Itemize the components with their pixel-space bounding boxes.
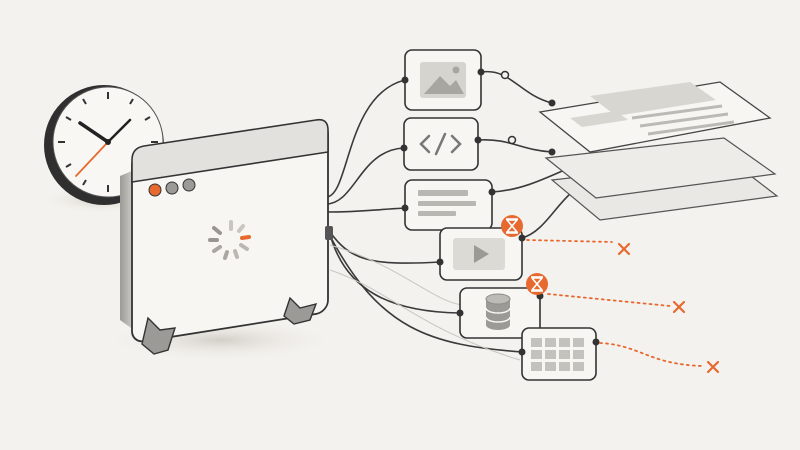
page-layer-2 [544, 137, 777, 199]
port-node [401, 76, 409, 84]
x-mark-icon [706, 360, 720, 374]
connector-image-page [481, 70, 553, 104]
page-hero-block [590, 82, 716, 116]
grid-icon [531, 338, 584, 371]
browser-resource-connectors [325, 79, 523, 353]
resource-card-video [436, 227, 526, 281]
faint-guide-lines [329, 244, 521, 361]
port-node [474, 136, 482, 144]
clock-hour-hand [78, 121, 110, 144]
connector-text [325, 207, 406, 213]
connector-grid [329, 235, 523, 353]
image-icon [420, 62, 466, 98]
port-node [592, 338, 600, 346]
browser-side [120, 170, 134, 330]
connector-image [325, 79, 406, 198]
browser-titlebar [131, 118, 329, 183]
hourglass-icon [501, 215, 523, 237]
connector-code-page [477, 139, 553, 153]
page-text-line [647, 120, 735, 136]
port-node [400, 144, 408, 152]
port-node [488, 188, 496, 196]
page-text-line [639, 112, 729, 128]
page-text-line [631, 104, 723, 120]
page-sidebar-block [570, 111, 628, 127]
port-node [518, 234, 526, 242]
clock-pivot [105, 139, 111, 145]
window-dot-maximize [182, 178, 196, 192]
clock-second-hand [75, 141, 109, 177]
layered-pages-icon [538, 81, 779, 221]
resource-card-database [456, 287, 544, 339]
resource-card-image [401, 49, 485, 111]
port-node [401, 204, 409, 212]
text-lines-icon [418, 190, 476, 216]
resource-card-text [401, 179, 496, 231]
code-icon [419, 132, 462, 156]
port-node [456, 309, 464, 317]
resource-card-code [400, 117, 482, 171]
connector-video [329, 231, 441, 264]
connector-database [329, 233, 461, 314]
x-mark-icon [672, 300, 686, 314]
x-mark-icon [617, 242, 631, 256]
failed-dotted-line [599, 342, 705, 367]
browser-stand [141, 296, 318, 355]
timeout-dotted-line [526, 239, 613, 243]
port-node [518, 348, 526, 356]
browser-window-icon [100, 118, 340, 362]
hourglass-icon [526, 273, 548, 295]
clock-minute-hand [106, 118, 132, 144]
timeout-dotted-line [547, 293, 671, 307]
loading-spinner-icon [208, 220, 251, 260]
port-node [477, 68, 485, 76]
window-dot-close [148, 183, 162, 197]
port-node [436, 258, 444, 266]
resource-card-grid [518, 327, 600, 381]
connector-code [325, 147, 405, 205]
database-icon [485, 293, 511, 330]
window-dot-minimize [165, 181, 179, 195]
browser-port [325, 226, 333, 240]
play-icon [474, 245, 489, 263]
